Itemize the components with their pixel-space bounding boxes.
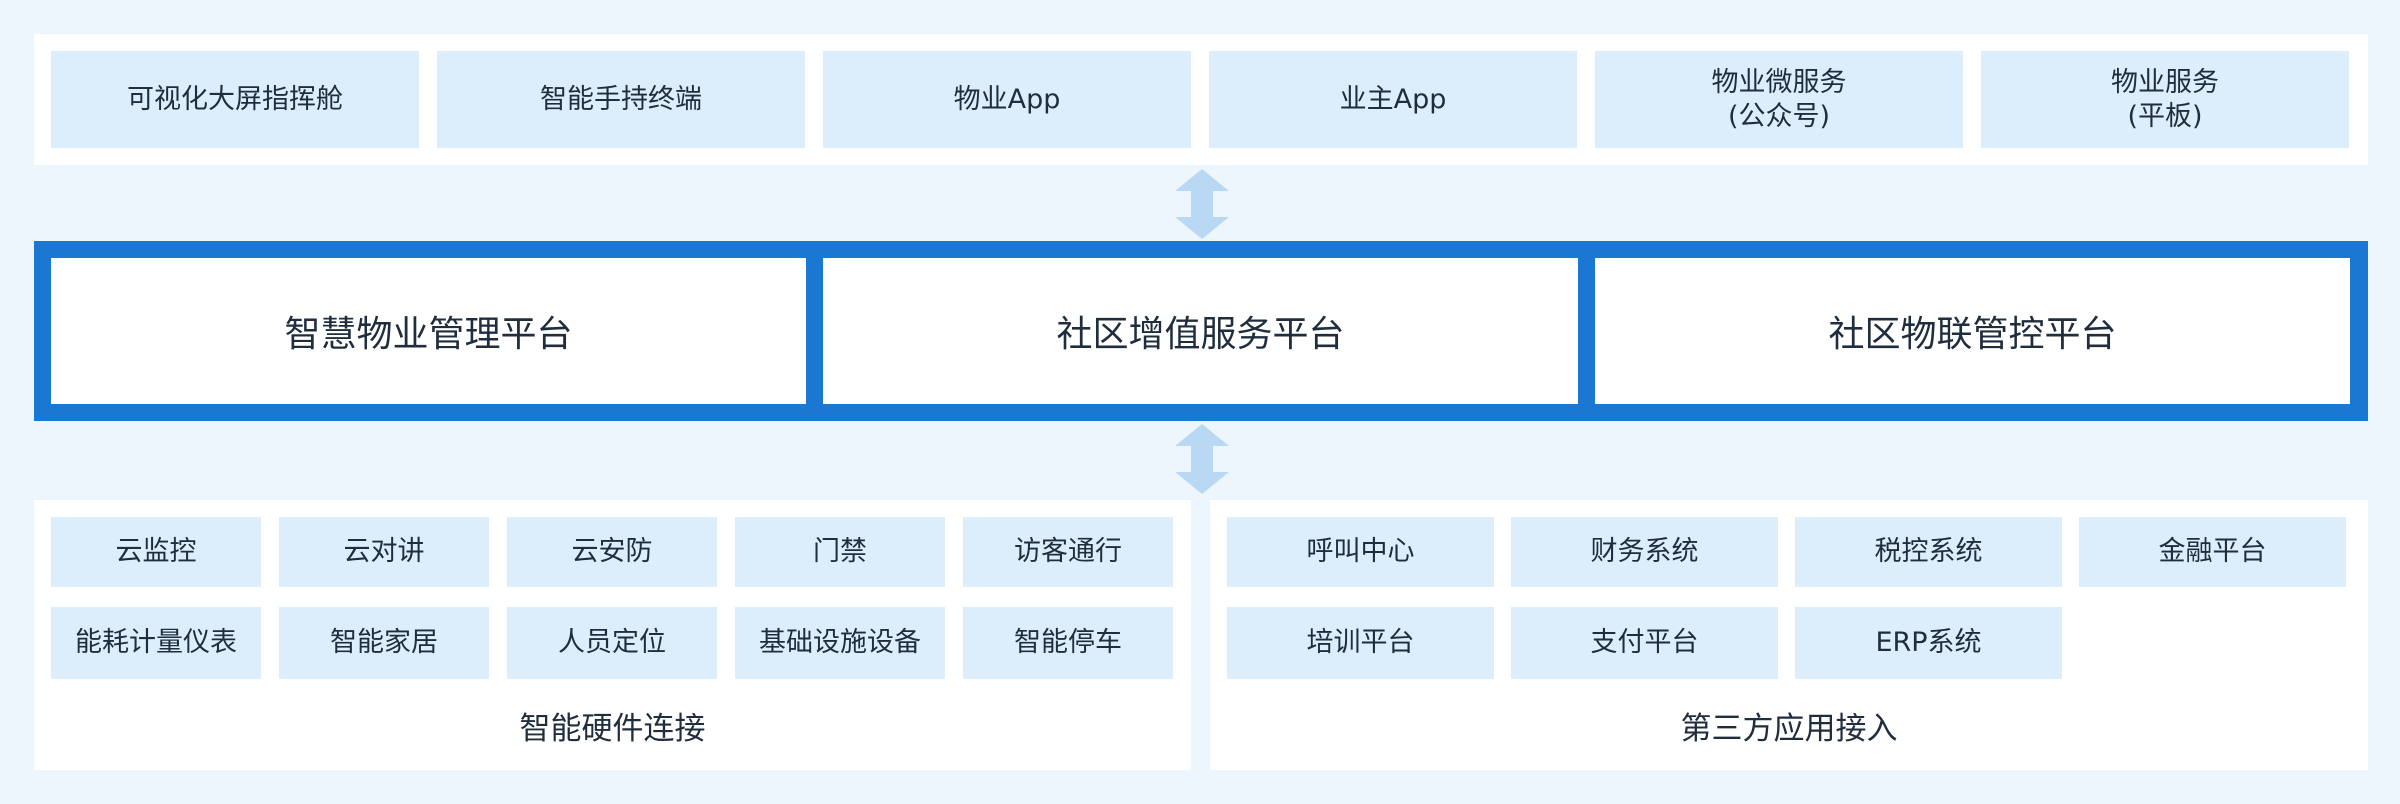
hw-energy-meter[interactable]: 能耗计量仪表 <box>51 607 261 679</box>
hw-cloud-monitoring[interactable]: 云监控 <box>51 517 261 587</box>
hardware-panel: 云监控 云对讲 云安防 门禁 访客通行 能耗计量仪表 智能家居 人员定位 基础设… <box>34 500 1191 770</box>
hw-visitor-access[interactable]: 访客通行 <box>963 517 1173 587</box>
hardware-caption: 智能硬件连接 <box>519 710 706 747</box>
app-visual-command[interactable]: 可视化大屏指挥舱 <box>51 51 419 148</box>
double-arrow-icon <box>1175 169 1229 239</box>
hw-infrastructure[interactable]: 基础设施设备 <box>735 607 945 679</box>
platform-smart-property[interactable]: 智慧物业管理平台 <box>51 258 806 404</box>
third-party-caption: 第三方应用接入 <box>1680 710 1898 747</box>
tp-finance-platform[interactable]: 金融平台 <box>2079 517 2346 587</box>
double-arrow-icon <box>1175 424 1229 494</box>
tp-finance-system[interactable]: 财务系统 <box>1511 517 1778 587</box>
third-party-panel: 呼叫中心 财务系统 税控系统 金融平台 培训平台 支付平台 ERP系统 第三方应… <box>1210 500 2368 770</box>
hw-cloud-intercom[interactable]: 云对讲 <box>279 517 489 587</box>
hw-personnel-positioning[interactable]: 人员定位 <box>507 607 717 679</box>
hw-smart-parking[interactable]: 智能停车 <box>963 607 1173 679</box>
hw-access-control[interactable]: 门禁 <box>735 517 945 587</box>
app-owner-app[interactable]: 业主App <box>1209 51 1577 148</box>
tp-call-center[interactable]: 呼叫中心 <box>1227 517 1494 587</box>
app-property-wechat[interactable]: 物业微服务 (公众号) <box>1595 51 1963 148</box>
hw-cloud-security[interactable]: 云安防 <box>507 517 717 587</box>
tp-payment-platform[interactable]: 支付平台 <box>1511 607 1778 679</box>
platform-layer: 智慧物业管理平台 社区增值服务平台 社区物联管控平台 <box>34 241 2368 421</box>
platform-community-iot[interactable]: 社区物联管控平台 <box>1595 258 2350 404</box>
tp-erp-system[interactable]: ERP系统 <box>1795 607 2062 679</box>
tp-training-platform[interactable]: 培训平台 <box>1227 607 1494 679</box>
hw-smart-home[interactable]: 智能家居 <box>279 607 489 679</box>
app-property-app[interactable]: 物业App <box>823 51 1191 148</box>
app-handheld-terminal[interactable]: 智能手持终端 <box>437 51 805 148</box>
tp-tax-control[interactable]: 税控系统 <box>1795 517 2062 587</box>
app-property-tablet[interactable]: 物业服务 (平板) <box>1981 51 2349 148</box>
platform-community-value-added[interactable]: 社区增值服务平台 <box>823 258 1578 404</box>
top-apps-panel: 可视化大屏指挥舱 智能手持终端 物业App 业主App 物业微服务 (公众号) … <box>34 34 2368 165</box>
